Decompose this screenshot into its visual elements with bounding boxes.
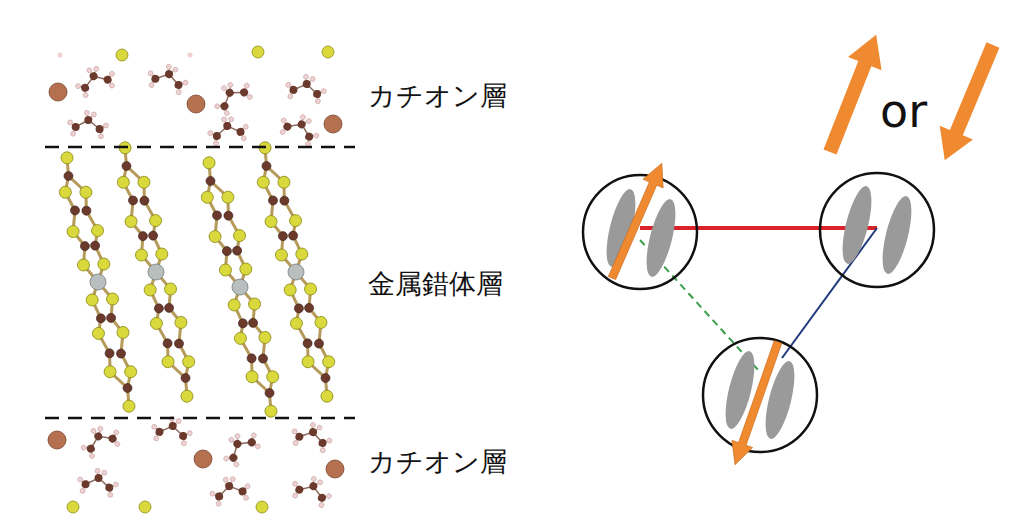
layer-label: カチオン層 — [368, 446, 507, 478]
spin-triangle — [583, 159, 934, 468]
layer-label: 金属錯体層 — [368, 268, 503, 300]
layer-boundary — [45, 146, 355, 149]
or-label: or — [880, 84, 927, 139]
metal-complex-layer — [48, 138, 346, 422]
spin-arrow — [813, 28, 1009, 167]
cation-layer — [48, 413, 344, 513]
layer-boundary — [45, 417, 355, 420]
layer-label: カチオン層 — [368, 80, 507, 112]
cation-layer — [49, 46, 342, 149]
